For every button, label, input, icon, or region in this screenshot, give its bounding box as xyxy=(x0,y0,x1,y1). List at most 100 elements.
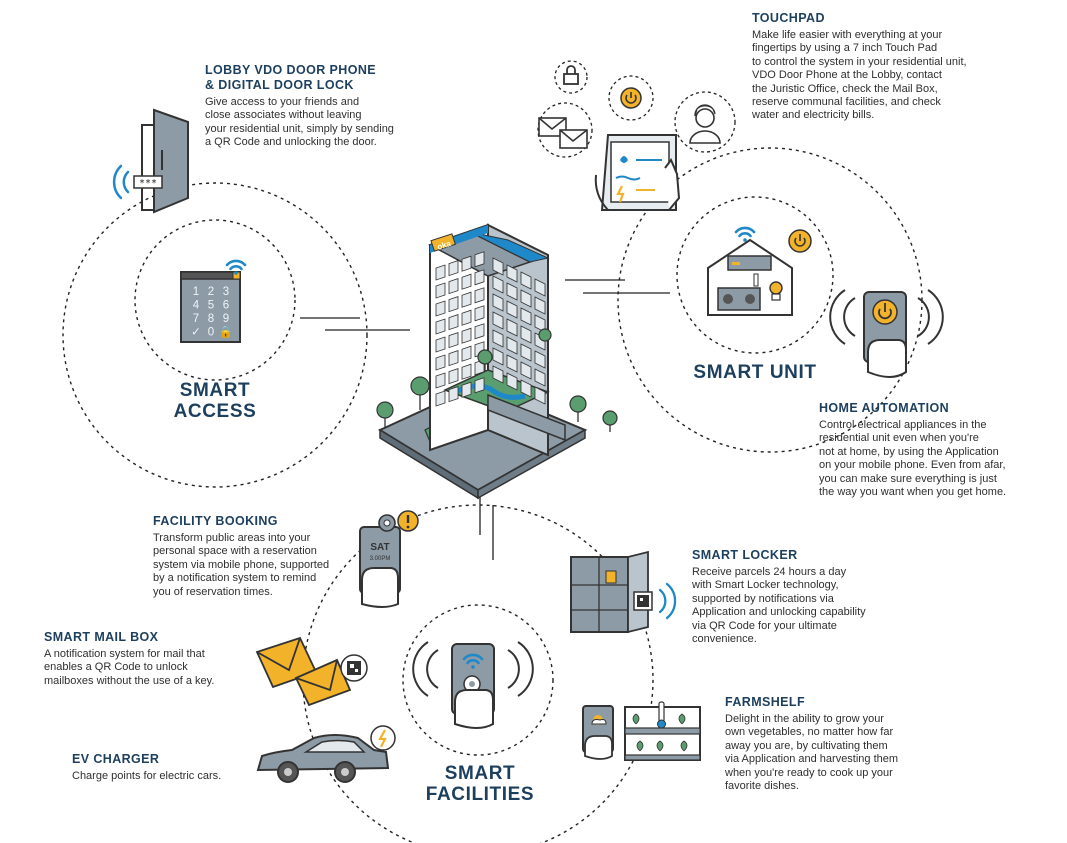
building-window xyxy=(520,289,532,308)
building-window xyxy=(448,260,459,277)
smart-facilities-label: SMART FACILITIES xyxy=(410,763,550,805)
building-window xyxy=(461,345,472,362)
smart-locker-description: Receive parcels 24 hours a day with Smar… xyxy=(692,566,866,646)
mailbox-icon xyxy=(255,636,368,707)
farmshelf-title: FARMSHELF xyxy=(725,695,805,709)
smart-access-line2: ACCESS xyxy=(173,401,257,422)
building-window xyxy=(448,332,459,349)
farmshelf-feature: FARMSHELF Delight in the ability to grow… xyxy=(725,695,945,793)
building-window xyxy=(461,255,472,272)
building-window xyxy=(506,336,518,355)
ev-charger-feature: EV CHARGER Charge points for electric ca… xyxy=(72,752,252,783)
door-icon: *** xyxy=(112,108,189,214)
booking-time-text: 3.00PM xyxy=(370,556,391,562)
building-window xyxy=(520,271,532,290)
keypad-key: 3 xyxy=(223,286,229,298)
facility-booking-title: FACILITY BOOKING xyxy=(153,514,278,528)
building-window xyxy=(492,329,504,348)
building-window xyxy=(448,296,459,313)
building-window xyxy=(492,293,504,312)
booking-phone-icon: SAT 3.00PM xyxy=(359,510,419,608)
building-window xyxy=(520,325,532,344)
building-window xyxy=(534,278,546,297)
building-window xyxy=(435,282,446,299)
building-window xyxy=(461,327,472,344)
smart-access-label: SMART ACCESS xyxy=(150,380,280,422)
building-window xyxy=(435,372,446,389)
building-window xyxy=(474,377,485,394)
building-window xyxy=(474,323,485,340)
facilities-phone-icon xyxy=(412,641,534,729)
touchpad-icon xyxy=(594,134,681,211)
smart-facilities-outer-circle xyxy=(302,504,654,843)
building-sign-text: oka xyxy=(436,239,452,252)
building-window xyxy=(448,368,459,385)
building-window xyxy=(492,257,504,276)
keypad-key: 🔒 xyxy=(219,326,233,339)
smart-access-line1: SMART xyxy=(179,380,251,401)
power-icon xyxy=(608,75,654,121)
envelopes-icon xyxy=(537,102,593,158)
lobby-title-line2: & DIGITAL DOOR LOCK xyxy=(205,78,354,92)
farmshelf-icon xyxy=(582,701,701,761)
building-window xyxy=(474,305,485,322)
smart-access-outer-circle xyxy=(62,182,368,488)
smart-mail-box-title: SMART MAIL BOX xyxy=(44,630,159,644)
keypad-key: 4 xyxy=(193,300,200,312)
building-window xyxy=(506,372,518,391)
facility-booking-feature: FACILITY BOOKING Transform public areas … xyxy=(153,514,358,599)
keypad-key: 8 xyxy=(208,313,214,325)
building-window xyxy=(461,291,472,308)
building-window xyxy=(474,269,485,286)
touchpad-description: Make life easier with everything at your… xyxy=(752,29,967,122)
lobby-description: Give access to your friends and close as… xyxy=(205,96,394,149)
building-window xyxy=(506,354,518,373)
building-window xyxy=(435,336,446,353)
building-icon: oka xyxy=(376,223,618,500)
building-window xyxy=(435,318,446,335)
person-icon xyxy=(674,91,736,153)
keypad-key: 2 xyxy=(208,286,214,298)
building-window xyxy=(448,278,459,295)
touchpad-feature: TOUCHPAD Make life easier with everythin… xyxy=(752,11,1052,123)
farmshelf-description: Delight in the ability to grow your own … xyxy=(725,713,899,793)
building-window xyxy=(506,300,518,319)
keypad-key: 5 xyxy=(208,300,214,312)
keypad-key: ✓ xyxy=(191,327,201,339)
keypad-key: 7 xyxy=(193,313,199,325)
building-window xyxy=(461,273,472,290)
building-window xyxy=(474,251,485,268)
building-window xyxy=(435,264,446,281)
smart-access-inner-circle xyxy=(134,219,296,381)
lobby-title-line1: LOBBY VDO DOOR PHONE xyxy=(205,63,376,77)
smart-unit-label: SMART UNIT xyxy=(693,362,817,383)
building-window xyxy=(534,368,546,387)
building-window xyxy=(506,282,518,301)
building-window xyxy=(461,363,472,380)
home-automation-feature: HOME AUTOMATION Control electrical appli… xyxy=(819,401,1059,499)
building-window xyxy=(448,386,459,403)
building-window xyxy=(435,390,446,407)
home-automation-title: HOME AUTOMATION xyxy=(819,401,950,415)
padlock-icon xyxy=(554,60,588,94)
locker-icon xyxy=(570,550,677,634)
building-window xyxy=(492,311,504,330)
building-window xyxy=(461,381,472,398)
keypad-key: 0 xyxy=(208,327,214,339)
ev-charger-description: Charge points for electric cars. xyxy=(72,770,222,782)
ev-charger-title: EV CHARGER xyxy=(72,752,160,766)
building-window xyxy=(506,264,518,283)
building-window xyxy=(435,354,446,371)
touchpad-title: TOUCHPAD xyxy=(752,11,825,25)
smart-mail-box-feature: SMART MAIL BOX A notification system for… xyxy=(44,630,254,688)
building-window xyxy=(520,307,532,326)
lobby-feature: LOBBY VDO DOOR PHONE & DIGITAL DOOR LOCK… xyxy=(205,63,445,150)
keypad-key: 9 xyxy=(223,313,229,325)
building-window xyxy=(506,318,518,337)
smart-facilities-line1: SMART xyxy=(444,763,516,784)
home-automation-description: Control electrical appliances in the res… xyxy=(819,419,1007,499)
car-icon xyxy=(256,725,396,783)
building-window xyxy=(435,300,446,317)
